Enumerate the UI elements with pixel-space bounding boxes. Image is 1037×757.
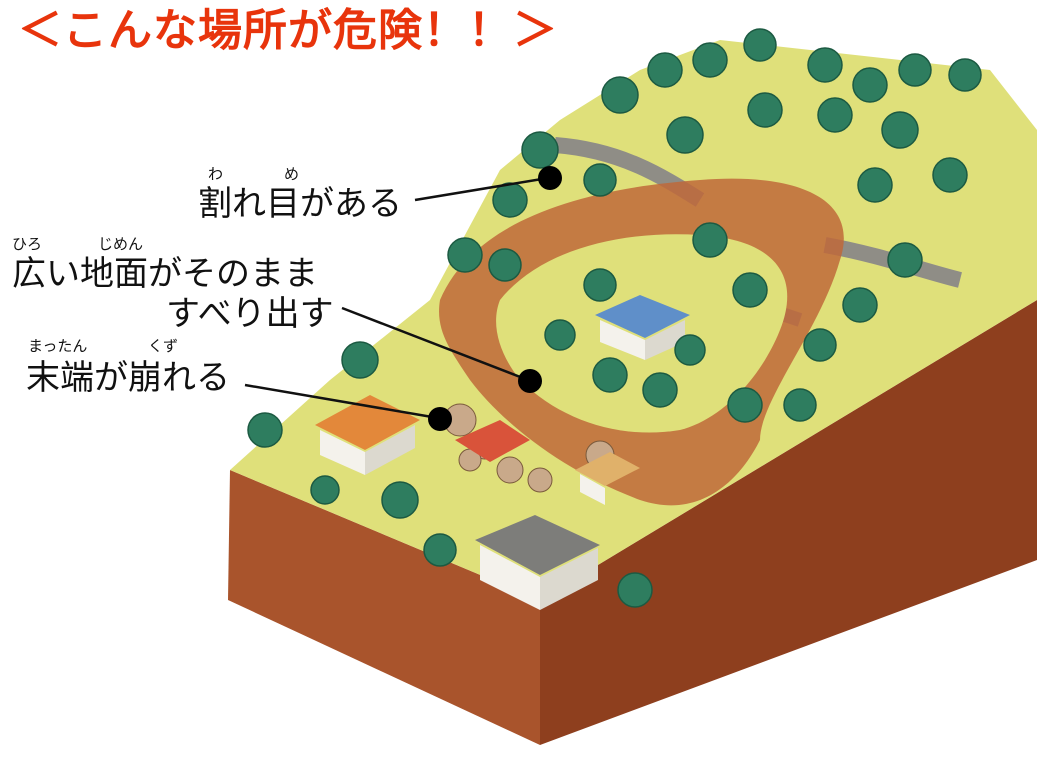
house-small (575, 452, 640, 505)
ruby-me: め (284, 165, 300, 183)
page-title: ＜こんな場所が危険！！＞ (18, 5, 558, 56)
label-slide-line1: 広い地面がそのまま (12, 254, 318, 294)
house-crushed (455, 420, 530, 462)
ruby-wa: わ (208, 165, 224, 183)
ruby-kuzu: くず (148, 337, 179, 355)
ruby-jimen: じめん (98, 235, 144, 253)
label-toe: 末端が崩れる (26, 358, 230, 398)
leader-line-crack (414, 176, 549, 202)
label-crack: 割れ目がある (198, 184, 402, 224)
point-toe (428, 407, 452, 431)
point-slide (518, 369, 542, 393)
ruby-hiro: ひろ (12, 235, 43, 253)
soil-side-face (540, 300, 1037, 745)
ruby-mattan: まったん (28, 337, 88, 355)
point-crack (538, 166, 562, 190)
house-left (315, 395, 420, 475)
trees (247, 28, 982, 608)
house-gray (475, 515, 600, 610)
soil-front-face (228, 470, 540, 745)
leader-line-toe (244, 383, 439, 420)
label-slide-line2: すべり出す (166, 294, 334, 334)
house-blue (595, 295, 690, 360)
leader-line-slide (341, 306, 529, 382)
